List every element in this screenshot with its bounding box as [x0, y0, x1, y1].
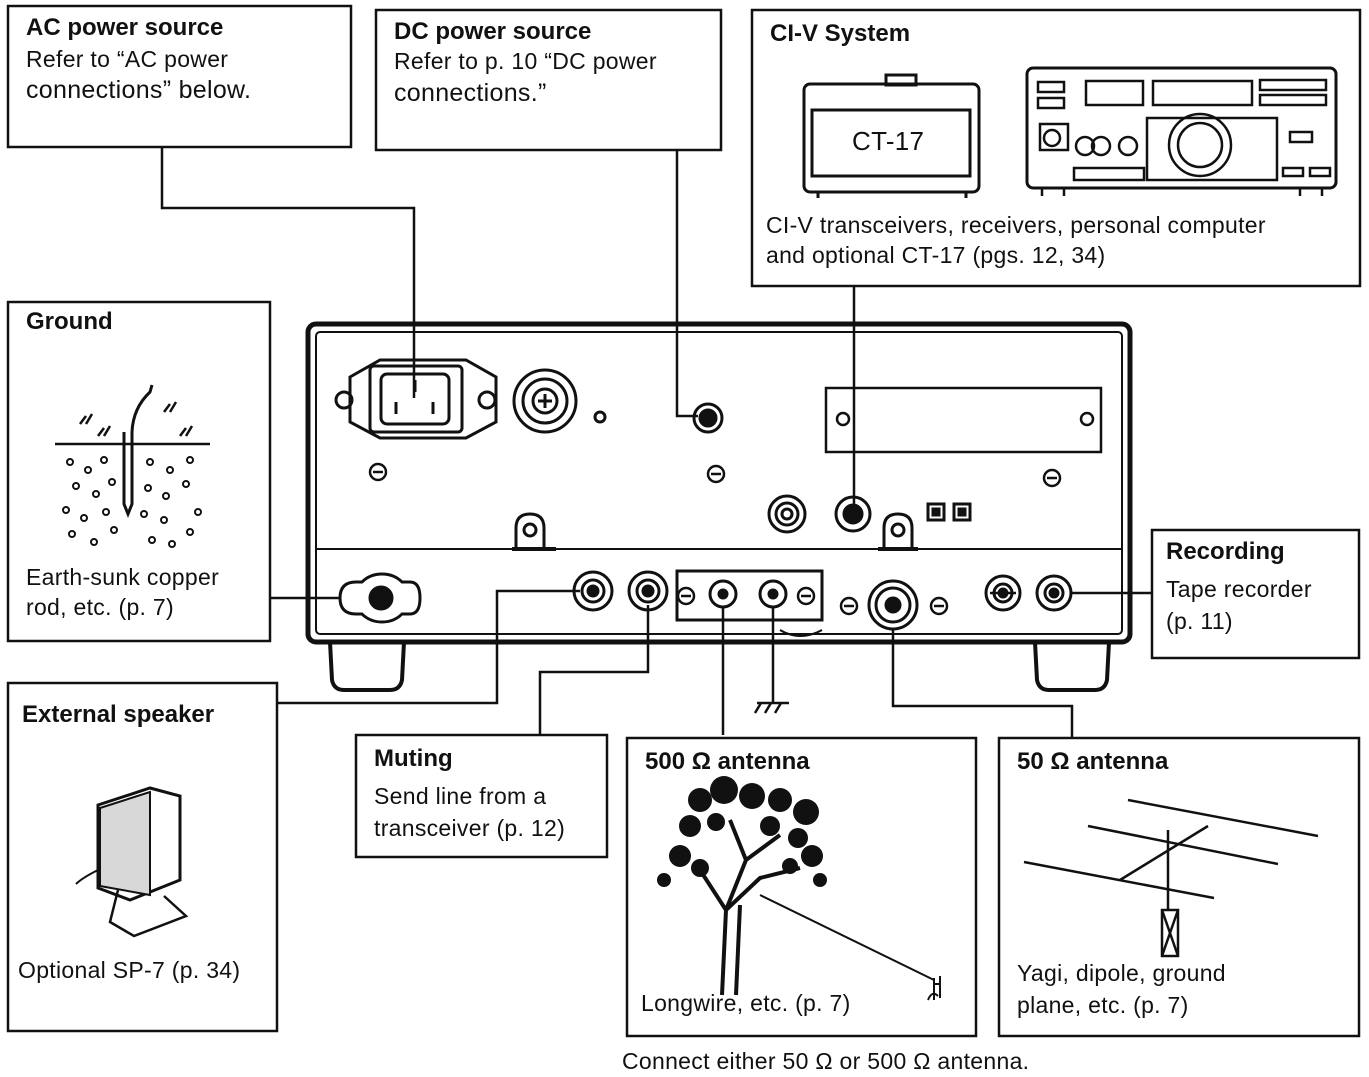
ac-power-source-box: AC power source Refer to “AC power conne…: [8, 6, 351, 147]
ant500-line1: Longwire, etc. (p. 7): [641, 990, 851, 1016]
ac-inlet-socket: [334, 358, 498, 440]
ground-line2: rod, etc. (p. 7): [26, 594, 174, 620]
dc-power-source-box: DC power source Refer to p. 10 “DC power…: [376, 10, 721, 150]
ct17-label: CT-17: [852, 126, 925, 156]
civ-title: CI-V System: [770, 20, 911, 47]
speaker-and-mute-jacks: [572, 570, 669, 612]
ground-box: Ground Earth-sunk copper rod, etc. (p. 7…: [8, 302, 270, 641]
rca-jacks-middle: [767, 494, 972, 534]
panel-screws: [368, 462, 1062, 616]
ant50-line2: plane, etc. (p. 7): [1017, 992, 1189, 1018]
cable-clamps: [512, 512, 918, 551]
ext-speaker-line1: Optional SP-7 (p. 34): [18, 957, 241, 983]
external-speaker-box: External speaker Optional SP-7 (p. 34): [8, 683, 277, 1031]
ant500-title: 500 Ω antenna: [645, 748, 810, 775]
ground-rod-illustration: [55, 384, 210, 548]
antenna-500-box: 500 Ω antenna Longwire, etc. (p. 7): [627, 738, 976, 1036]
recording-title: Recording: [1166, 538, 1285, 565]
ground-title: Ground: [26, 308, 113, 335]
civ-line2: and optional CT-17 (pgs. 12, 34): [766, 242, 1106, 268]
ac-power-line1: Refer to “AC power: [26, 46, 229, 72]
antenna-footer-note: Connect either 50 Ω or 500 Ω antenna.: [622, 1048, 1030, 1074]
antenna-500-terminals: [675, 569, 824, 637]
tree-longwire-illustration: [657, 776, 941, 1001]
recording-line2: (p. 11): [1166, 608, 1233, 634]
dc-power-title: DC power source: [394, 18, 592, 45]
dc-power-line2: connections.”: [394, 79, 547, 107]
ground-line1: Earth-sunk copper: [26, 564, 220, 590]
dc-power-line1: Refer to p. 10 “DC power: [394, 48, 657, 74]
ground-terminal: [338, 572, 422, 624]
ext-speaker-title: External speaker: [22, 701, 215, 728]
recording-box: Recording Tape recorder (p. 11): [1152, 530, 1359, 658]
muting-line2: transceiver (p. 12): [374, 815, 566, 841]
ac-power-line2: connections” below.: [26, 76, 252, 104]
civ-line1: CI-V transceivers, receivers, personal c…: [766, 212, 1266, 238]
recording-line1: Tape recorder: [1166, 576, 1312, 602]
ant50-line1: Yagi, dipole, ground: [1017, 960, 1226, 986]
callout-frames: [6, 4, 1362, 1038]
ant50-title: 50 Ω antenna: [1017, 748, 1169, 775]
muting-box: Muting Send line from a transceiver (p. …: [356, 735, 607, 857]
speaker-illustration: [75, 786, 189, 938]
option-cover-plate: [824, 386, 1103, 454]
muting-title: Muting: [374, 745, 453, 772]
antenna-50-box: 50 Ω antenna Yagi, dipole, ground plane,…: [999, 738, 1359, 1036]
yagi-antenna-illustration: [1023, 798, 1319, 958]
transceiver-illustration: [1025, 66, 1338, 196]
receiver-rear-panel: [305, 321, 1133, 692]
antenna-50-connector: [867, 579, 919, 631]
muting-line1: Send line from a: [374, 783, 547, 809]
fuse-holder: [512, 368, 607, 434]
ac-power-title: AC power source: [26, 14, 224, 41]
dc-power-jack: [692, 402, 724, 434]
civ-system-box: CI-V System CT-17 CI-V transceivers, rec…: [752, 10, 1360, 286]
connection-wires: [160, 147, 1152, 738]
ct17-converter-illustration: [802, 73, 981, 198]
